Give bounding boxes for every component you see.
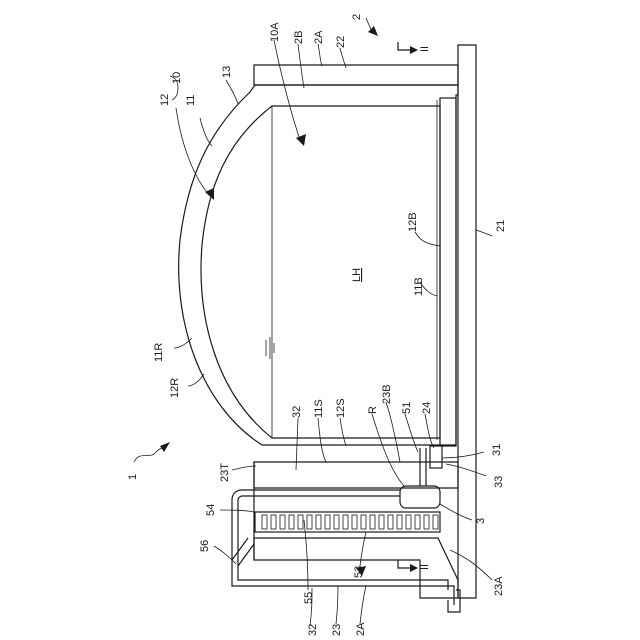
heater-rib [415,515,420,529]
heater-rib [379,515,384,529]
label-12B: 12B [407,212,419,232]
label-3: 3 [475,518,487,524]
heater-rib [280,515,285,529]
label-11-top: 11 [185,95,197,106]
case-wall-23-upper [254,462,458,488]
heater-rib [388,515,393,529]
heater-rib [262,515,267,529]
label-2A-top: 2A [313,30,325,44]
heater-rib [397,515,402,529]
inner-cavity [201,106,440,438]
label-II-top: II [419,46,431,52]
leader-lines [174,18,492,626]
heater-rib [316,515,321,529]
label-21: 21 [495,220,507,232]
pipe-56 [232,538,254,566]
heater-rib [352,515,357,529]
leader-arrow-2 [368,26,378,36]
label-2B: 2B [293,31,305,44]
label-53: 53 [353,566,365,578]
heater-rib [406,515,411,529]
heater-coil-ribs [262,515,438,529]
heater-rib [307,515,312,529]
heater-rib [334,515,339,529]
insulation-layer [179,85,458,445]
heater-rib [271,515,276,529]
label-12R: 12R [169,378,181,398]
section-arrow-bottom [410,564,418,572]
nozzle-31 [430,446,442,468]
heater-rib [325,515,330,529]
label-II-bot: II [419,564,431,570]
reference-labels: 2 II 10A 2B 2A 22 13 10 12 11 12B 21 LH … [127,14,507,636]
leader-arrow-1 [160,442,170,452]
leader-arrow-10A [296,134,306,146]
pipe-32-top-inner [238,496,400,500]
heater-rib [433,515,438,529]
heater-rib [343,515,348,529]
section-mark-bottom [398,560,410,568]
label-23A: 23A [493,576,505,596]
label-LH: LH [351,268,363,282]
label-2A-bot: 2A [355,622,367,636]
label-10: 10 [171,72,183,84]
label-55: 55 [303,592,315,604]
leader-arrow-12 [205,188,214,200]
label-32-mid: 32 [291,406,303,418]
label-12S: 12S [335,398,347,418]
label-12-top: 12 [159,94,171,106]
section-mark-top [398,42,410,50]
label-23B: 23B [381,384,393,404]
label-54: 54 [205,504,217,516]
label-23T: 23T [219,463,231,482]
pump-3 [400,486,440,508]
heater-rib [361,515,366,529]
leader-1-curve [134,446,166,462]
label-R: R [367,406,379,414]
label-11B: 11B [413,277,425,296]
label-31: 31 [491,444,503,456]
label-23: 23 [331,624,343,636]
label-24: 24 [421,402,433,414]
label-13: 13 [221,66,233,78]
heater-rib [424,515,429,529]
label-2: 2 [351,14,363,20]
pipe-32-top [232,490,400,500]
label-1: 1 [127,474,139,480]
heater-rib [298,515,303,529]
label-32-bot: 32 [307,624,319,636]
label-22: 22 [335,36,347,48]
section-arrow-top [410,46,418,54]
case-wall-22 [254,65,458,85]
label-11S: 11S [313,399,325,418]
bottom-plate-12B [440,98,456,446]
label-10A: 10A [269,22,281,42]
label-33: 33 [493,476,505,488]
heater-rib [289,515,294,529]
label-56: 56 [199,540,211,552]
label-51: 51 [401,402,413,414]
heater-rib [370,515,375,529]
label-11R: 11R [153,343,165,362]
